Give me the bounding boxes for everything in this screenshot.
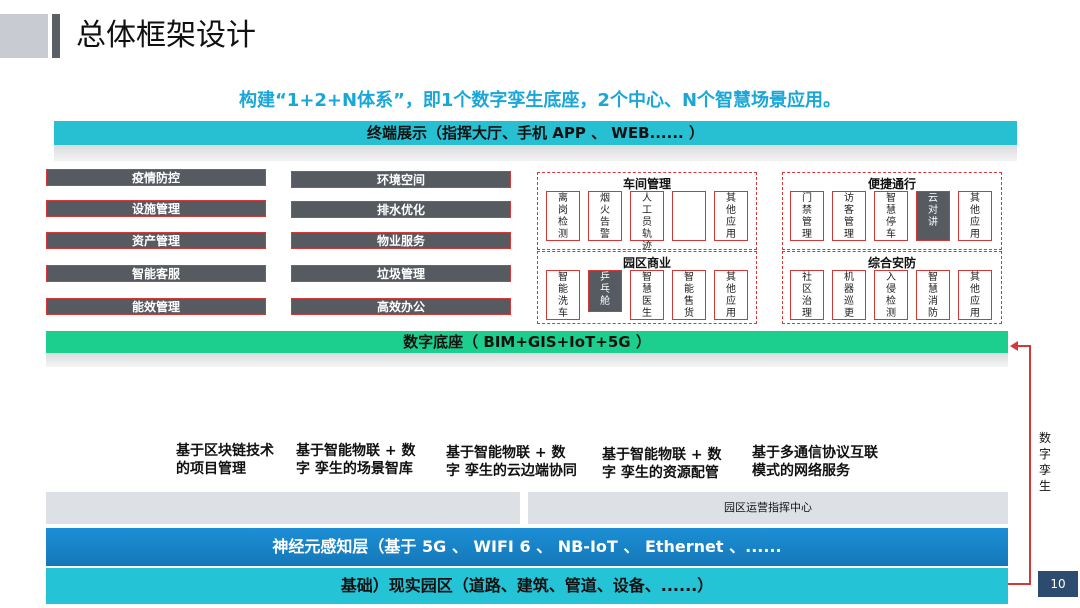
cell-workshop-1: 离岗检测	[546, 191, 580, 241]
digital-base-bar: 数字底座（ BIM+GIS+IoT+5G ）	[46, 331, 1008, 353]
cell-business-5: 其他应用	[714, 270, 748, 320]
cell-label: 烟火告警	[600, 193, 610, 240]
cell-label: 人工员轨迹	[642, 193, 652, 252]
cell-convenient-4: 云对讲	[916, 191, 950, 241]
service-garbage: 垃圾管理	[291, 265, 511, 282]
capability-resource: 基于智能物联 + 数字 孪生的资源配管	[602, 447, 722, 481]
cell-label: 云对讲	[928, 193, 938, 228]
page-number: 10	[1038, 571, 1078, 597]
service-office: 高效办公	[291, 298, 511, 315]
panel-convenient	[782, 172, 1002, 250]
cell-business-4: 智能售货	[672, 270, 706, 320]
cell-business-3: 智慧医生	[630, 270, 664, 320]
cell-label: 智慧停车	[886, 193, 896, 240]
feedback-arrow	[1008, 341, 1031, 585]
cell-workshop-3: 人工员轨迹	[630, 191, 664, 252]
cell-label: 智能洗车	[558, 272, 568, 319]
capability-network: 基于多通信协议互联模式的网络服务	[752, 445, 878, 479]
neural-perception-layer: 神经元感知层（基于 5G 、 WIFI 6 、 NB-IoT 、 Etherne…	[46, 528, 1008, 566]
cell-convenient-2: 访客管理	[832, 191, 866, 241]
cell-label: 离岗检测	[558, 193, 568, 240]
cell-workshop-4	[672, 191, 706, 241]
panel-convenient-title: 便捷通行	[867, 177, 916, 191]
page-subtitle: 构建“1+2+N体系”，即1个数字孪生底座，2个中心、N个智慧场景应用。	[238, 90, 842, 111]
cell-workshop-5: 其他应用	[714, 191, 748, 241]
cell-business-2: 乒乓舱	[588, 270, 622, 312]
service-drainage: 排水优化	[291, 201, 511, 218]
ops-center-strip: 园区运营指挥中心	[528, 492, 1008, 524]
cell-label: 其他应用	[726, 272, 736, 319]
cell-convenient-5: 其他应用	[958, 191, 992, 241]
cell-security-1: 社区治理	[790, 270, 824, 320]
cell-security-5: 其他应用	[958, 270, 992, 320]
cell-convenient-3: 智慧停车	[874, 191, 908, 241]
title-accent-block	[0, 14, 48, 58]
cell-label: 其他应用	[970, 193, 980, 240]
cell-label: 门禁管理	[802, 193, 812, 240]
capability-cloud-edge: 基于智能物联 + 数字 孪生的云边端协同	[446, 445, 577, 479]
terminal-display-shadow	[54, 145, 1017, 161]
side-label-digital-twin: 数字孪生	[1038, 431, 1051, 493]
panel-workshop-title: 车间管理	[622, 177, 671, 191]
page-title: 总体框架设计	[76, 18, 256, 53]
cell-security-3: 入侵检测	[874, 270, 908, 320]
service-facility: 设施管理	[46, 200, 266, 217]
cell-label: 社区治理	[802, 272, 812, 319]
cell-business-1: 智能洗车	[546, 270, 580, 320]
panel-security	[782, 251, 1002, 324]
capability-scene-library: 基于智能物联 + 数字 孪生的场景智库	[296, 443, 416, 477]
panel-security-title: 综合安防	[867, 256, 916, 270]
cell-label: 乒乓舱	[600, 272, 610, 307]
cell-label: 机器巡更	[844, 272, 854, 319]
service-epidemic: 疫情防控	[46, 169, 266, 186]
cell-label: 智能售货	[684, 272, 694, 319]
cell-label: 其他应用	[726, 193, 736, 240]
terminal-display-bar: 终端展示（指挥大厅、手机 APP 、 WEB...... ）	[54, 121, 1017, 145]
capability-strip-left	[46, 492, 520, 524]
panel-workshop	[537, 172, 757, 250]
foundation-layer: 基础）现实园区（道路、建筑、管道、设备、......）	[46, 568, 1008, 604]
cell-security-4: 智慧消防	[916, 270, 950, 320]
service-energy: 能效管理	[46, 298, 266, 315]
digital-base-shadow	[46, 353, 1008, 367]
title-accent-bar	[52, 14, 60, 58]
service-asset: 资产管理	[46, 232, 266, 249]
service-property: 物业服务	[291, 232, 511, 249]
cell-label: 访客管理	[844, 193, 854, 240]
cell-label: 其他应用	[970, 272, 980, 319]
cell-workshop-2: 烟火告警	[588, 191, 622, 241]
service-customer: 智能客服	[46, 265, 266, 282]
cell-label: 入侵检测	[886, 272, 896, 319]
panel-business	[537, 251, 757, 324]
cell-security-2: 机器巡更	[832, 270, 866, 320]
cell-label: 智慧医生	[642, 272, 652, 319]
service-environment: 环境空间	[291, 171, 511, 188]
capability-blockchain: 基于区块链技术的项目管理	[176, 443, 274, 477]
cell-label: 智慧消防	[928, 272, 938, 319]
panel-business-title: 园区商业	[622, 256, 671, 270]
cell-convenient-1: 门禁管理	[790, 191, 824, 241]
